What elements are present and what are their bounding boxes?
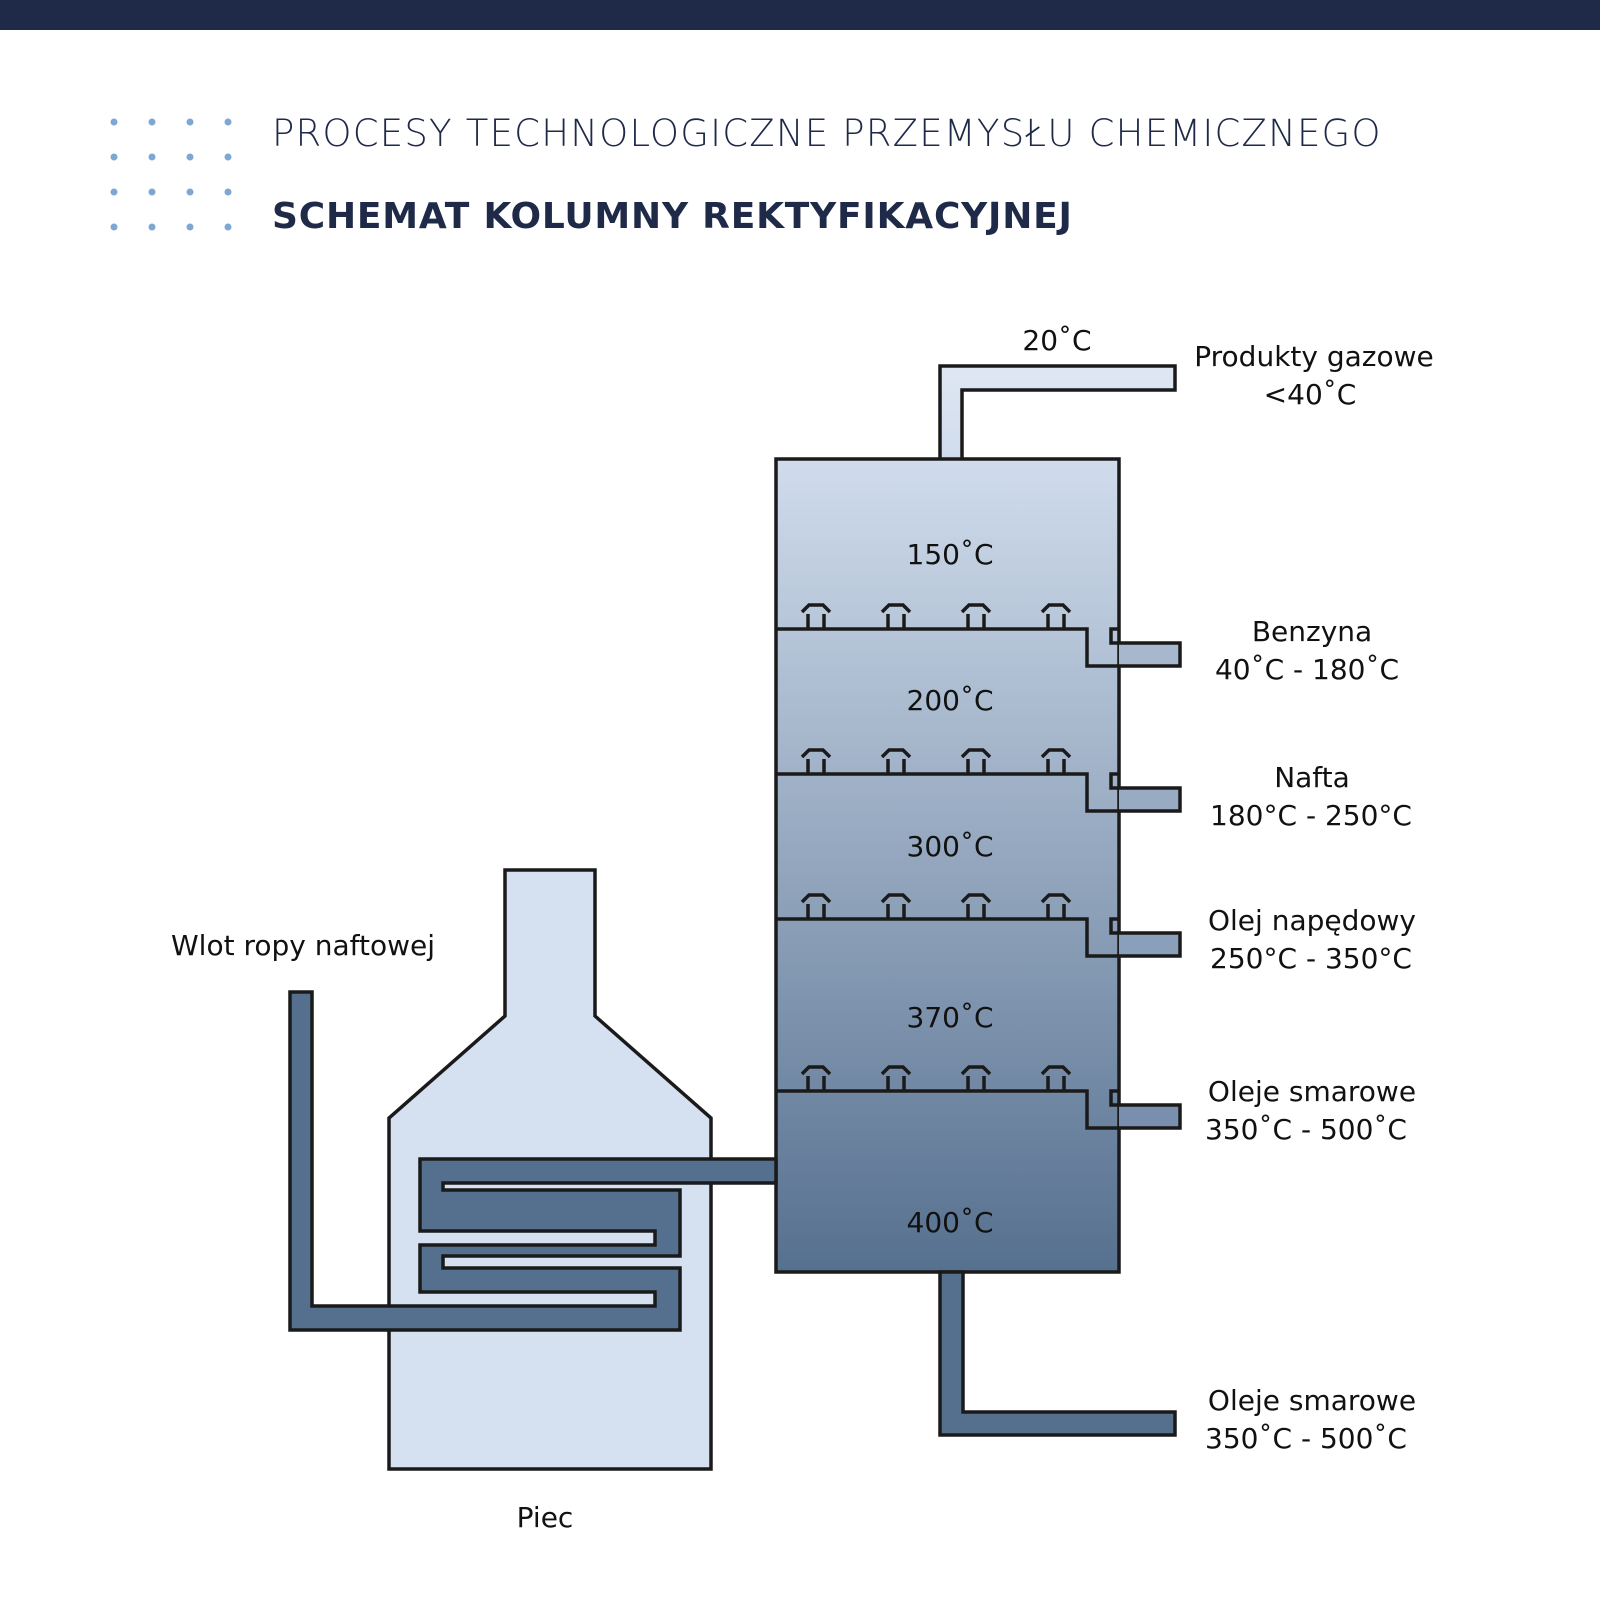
output-name: Oleje smarowe xyxy=(1208,1075,1416,1108)
output-range: 350˚C - 500˚C xyxy=(1205,1422,1407,1455)
output-range: 40˚C - 180˚C xyxy=(1215,653,1399,686)
top-pipe-temperature: 20˚C xyxy=(1022,324,1091,357)
column-temperature: 200˚C xyxy=(907,684,994,717)
inlet-label: Wlot ropy naftowej xyxy=(171,929,435,962)
fractionating-column xyxy=(774,457,1121,1274)
column-tray xyxy=(777,893,1119,958)
benzyna-outlet-pipe xyxy=(1119,641,1182,668)
column-temperature: 150˚C xyxy=(907,538,994,571)
output-range: 250°C - 350°C xyxy=(1210,942,1412,975)
gas-outlet-pipe xyxy=(938,364,1177,462)
output-name: Benzyna xyxy=(1252,615,1372,648)
column-temperature: 300˚C xyxy=(907,830,994,863)
output-name: Produkty gazowe xyxy=(1194,340,1434,373)
column-temperature: 400˚C xyxy=(907,1206,994,1239)
output-name: Oleje smarowe xyxy=(1208,1384,1416,1417)
column-tray xyxy=(777,748,1119,813)
output-name: Nafta xyxy=(1274,761,1350,794)
column-tray xyxy=(777,1065,1119,1130)
oleje-smarowe-outlet-pipe xyxy=(1119,1103,1182,1130)
output-range: 350˚C - 500˚C xyxy=(1205,1113,1407,1146)
output-range: 180°C - 250°C xyxy=(1210,799,1412,832)
top-bar xyxy=(0,0,1600,30)
bottom-outlet-pipe xyxy=(938,1270,1177,1437)
decorative-dot-grid xyxy=(110,118,232,231)
page-subtitle: PROCESY TECHNOLOGICZNE PRZEMYSŁU CHEMICZ… xyxy=(272,112,1382,155)
output-name: Olej napędowy xyxy=(1208,904,1416,937)
nafta-outlet-pipe xyxy=(1119,786,1182,813)
coil-pipe xyxy=(288,990,778,1332)
column-temperature: 370˚C xyxy=(907,1001,994,1034)
olej-outlet-pipe xyxy=(1119,931,1182,958)
column-tray xyxy=(777,603,1119,668)
output-range: <40˚C xyxy=(1264,378,1357,411)
furnace-label: Piec xyxy=(517,1501,574,1534)
page-title: SCHEMAT KOLUMNY REKTYFIKACYJNEJ xyxy=(272,196,1073,237)
